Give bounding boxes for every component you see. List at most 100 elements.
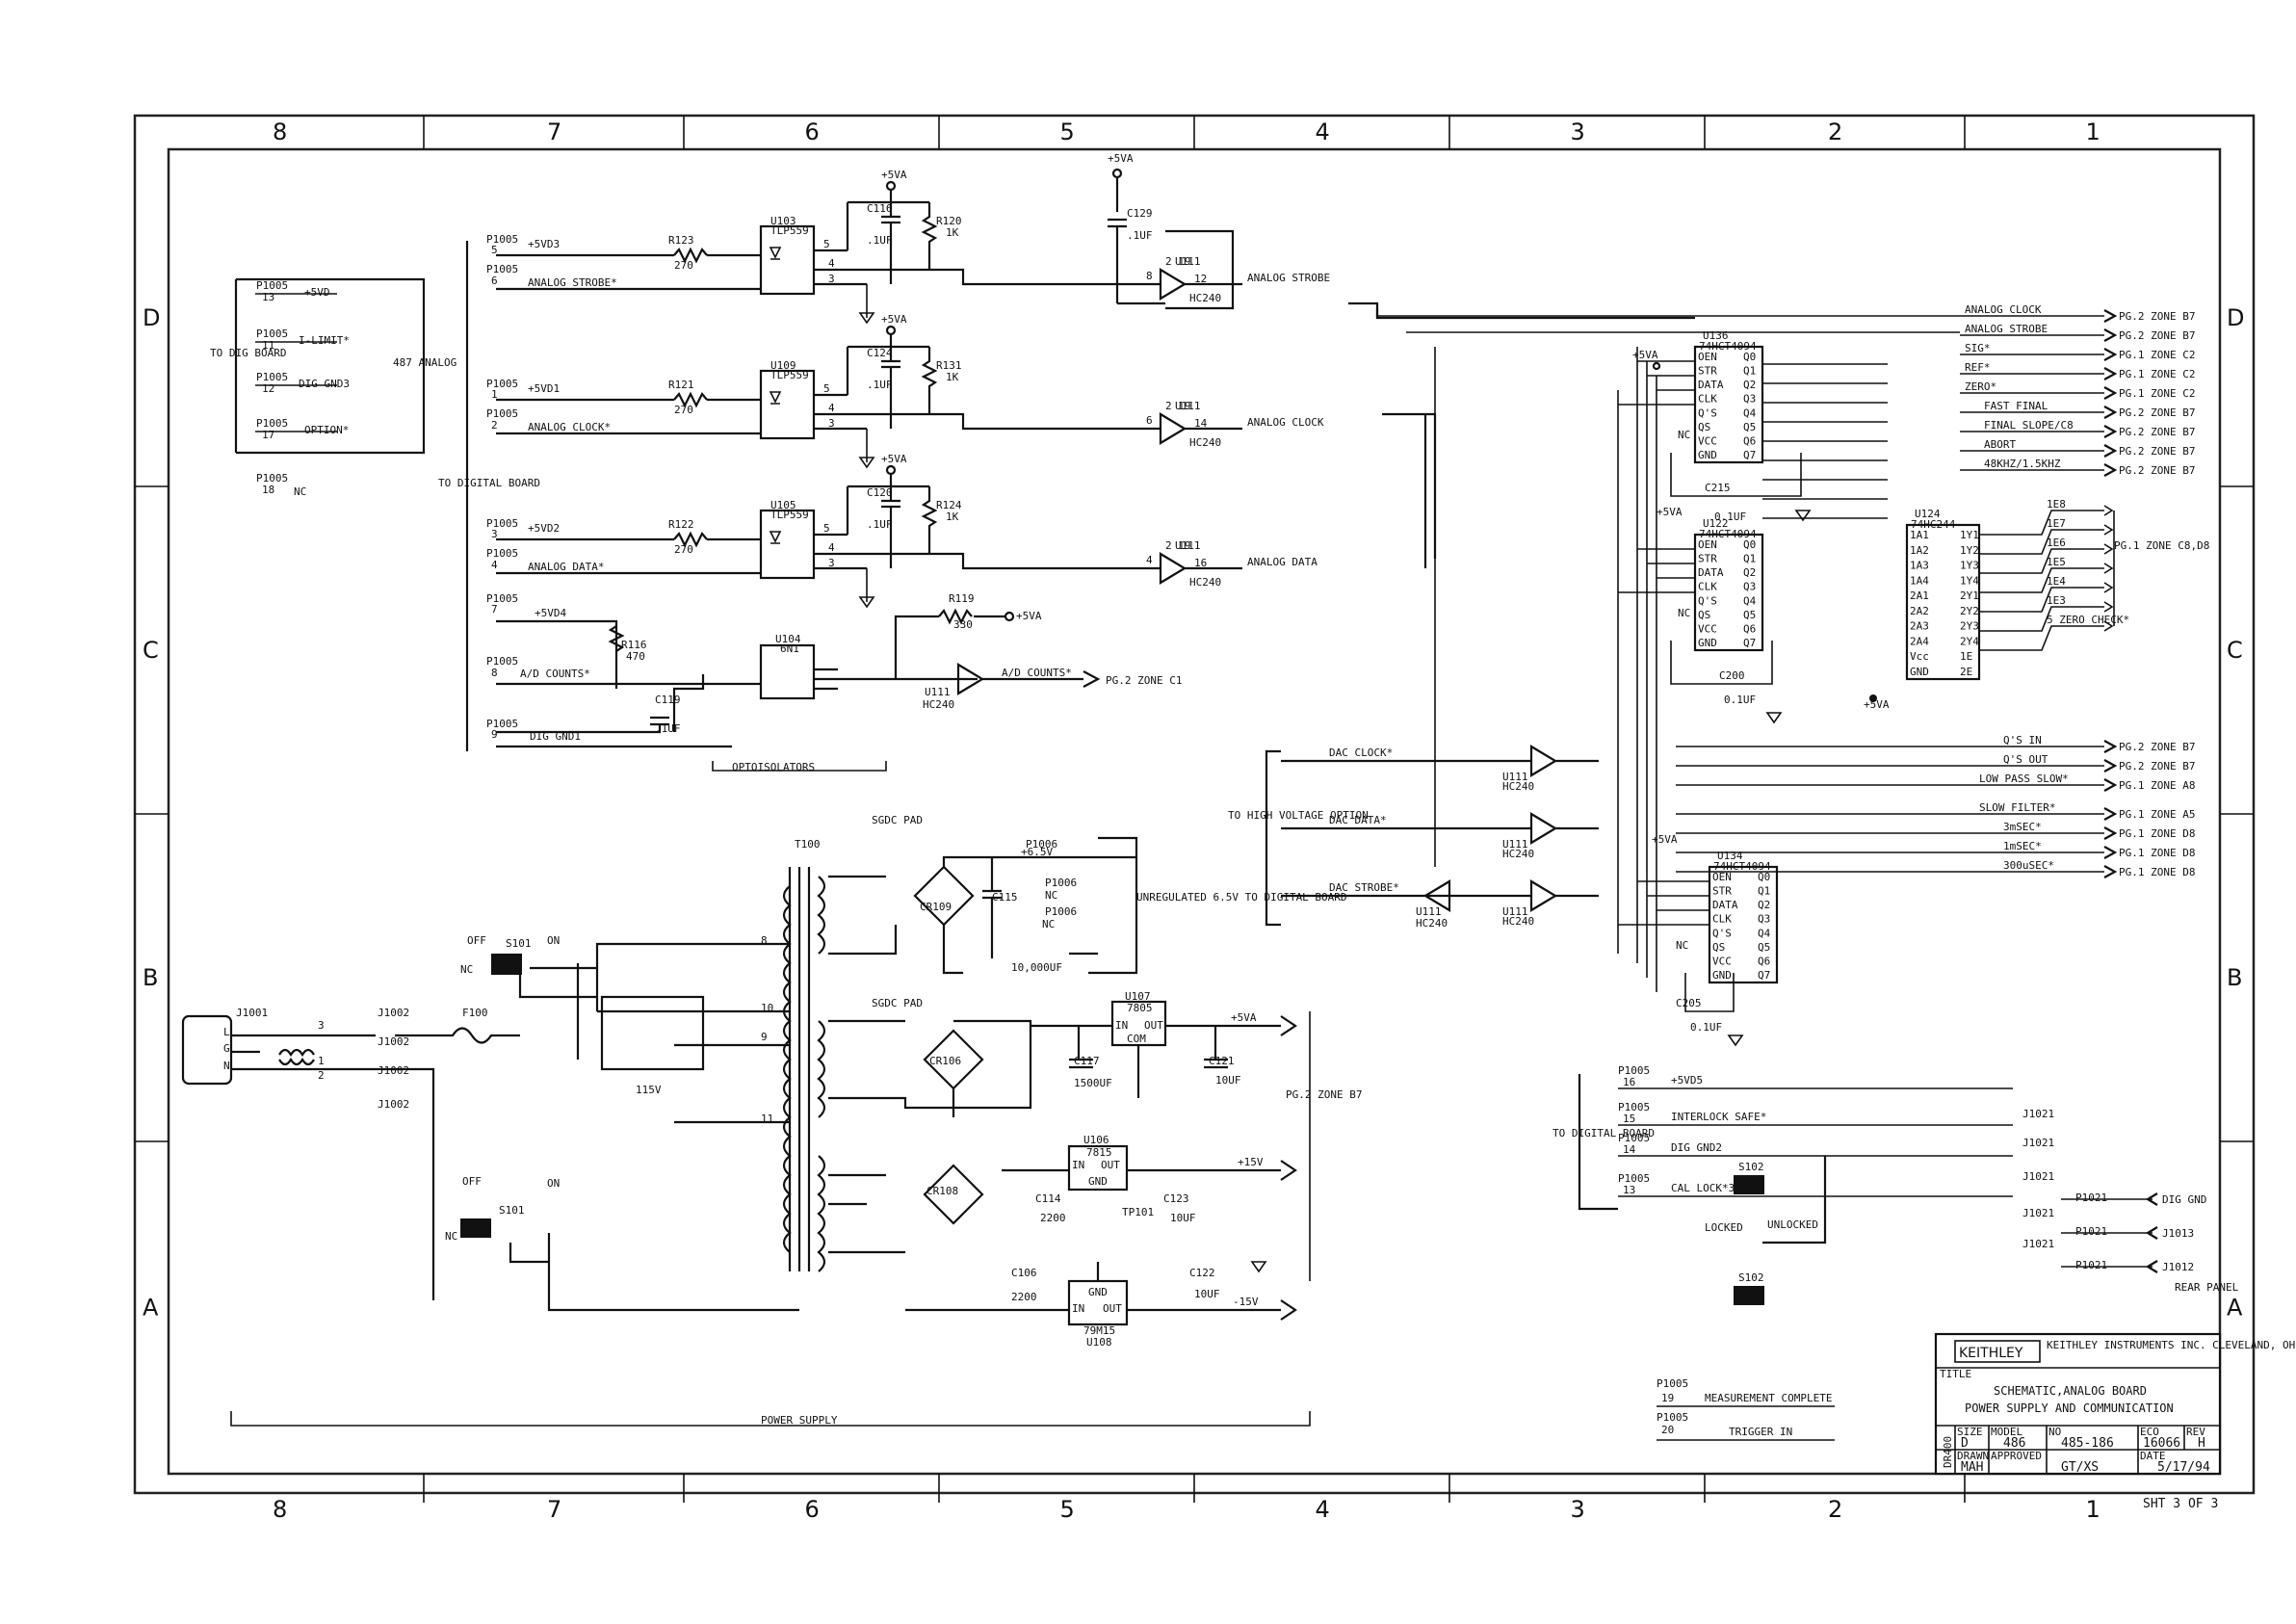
signal-label: 1mSEC*	[2003, 840, 2042, 852]
bus-line	[1434, 347, 1657, 992]
label: OFF	[467, 934, 486, 947]
label: R123	[668, 234, 694, 247]
label: .1UF	[655, 722, 681, 735]
label: 2 19	[1165, 255, 1191, 268]
to-dig-board-label: TO DIG BOARD	[210, 347, 286, 359]
label: P1005	[486, 378, 518, 390]
label: IN	[1115, 1019, 1128, 1032]
connector-arrow	[2103, 367, 2118, 380]
signal-label: 1E4	[2047, 575, 2066, 588]
label: 2Y1	[1960, 589, 1979, 602]
zone-label-bottom: 1	[2086, 1496, 2100, 1523]
label: 74HCT4094	[1699, 528, 1757, 540]
switch-s101	[491, 954, 522, 975]
label: CLK	[1712, 913, 1732, 926]
label: S102	[1738, 1161, 1764, 1173]
label: -15V	[1233, 1296, 1259, 1308]
label: HC240	[1189, 576, 1221, 589]
label: U107	[1125, 990, 1151, 1003]
ic-u124	[1905, 523, 1981, 681]
line-filter	[278, 1048, 315, 1066]
svg-text:REV: REV	[2186, 1426, 2205, 1438]
label: 2200	[1040, 1212, 1066, 1224]
dest-label: PG.1 ZONE C2	[2119, 387, 2195, 400]
label: S101	[499, 1204, 525, 1217]
wire	[1979, 587, 2104, 613]
optocoupler	[759, 509, 816, 580]
label: U105	[770, 499, 796, 511]
label: P1005	[1618, 1132, 1650, 1144]
label: U111	[1502, 771, 1528, 783]
bracket	[712, 761, 887, 772]
label: Q'S	[1698, 406, 1717, 419]
label: 2A1	[1910, 589, 1929, 602]
label: P1021	[2075, 1192, 2107, 1204]
label: P1005	[486, 592, 518, 605]
voltage-selector-s100	[600, 995, 705, 1071]
label: 1E	[1960, 650, 1972, 663]
label: NC	[460, 963, 473, 976]
connector-arrow	[2145, 1192, 2158, 1206]
label: +5VA	[881, 169, 907, 181]
signal-label: DAC DATA*	[1329, 814, 1387, 826]
label: C114	[1035, 1192, 1061, 1205]
label: S101	[506, 937, 532, 950]
label: 6	[491, 275, 498, 287]
optocoupler-u104	[759, 643, 816, 700]
resistor	[921, 347, 938, 414]
zone-label-top: 4	[1316, 118, 1330, 145]
label: NC	[1042, 918, 1055, 930]
zone-label-top: 3	[1571, 118, 1585, 145]
label: J1021	[2022, 1137, 2054, 1149]
label: 270	[674, 259, 693, 272]
buffer-triangle	[1159, 552, 1187, 585]
connector-arrow	[2103, 807, 2118, 821]
connector-arrow	[1280, 1015, 1297, 1036]
svg-text:APPROVED: APPROVED	[1991, 1450, 2042, 1462]
label: 8	[761, 934, 768, 947]
dest-label: DIG GND	[2162, 1193, 2206, 1206]
svg-text:OPTION*: OPTION*	[304, 424, 349, 436]
label: 1K	[946, 371, 959, 383]
wire	[828, 1019, 1032, 1117]
label: 7815	[1086, 1146, 1112, 1159]
transformer-core	[788, 867, 811, 1271]
label: CLK	[1698, 581, 1717, 593]
label: 2200	[1011, 1291, 1037, 1303]
high-voltage-option-block: TO HIGH VOLTAGE OPTION DAC CLOCK*U111HC2…	[1228, 745, 1599, 930]
label: P1005	[1618, 1172, 1650, 1185]
label: 9	[491, 728, 498, 741]
connector-arrow	[2145, 1226, 2158, 1240]
dest-label: PG.2 ZONE B7	[2119, 310, 2195, 323]
label: R119	[949, 592, 975, 605]
svg-text:P1005: P1005	[256, 371, 288, 383]
connector-arrow	[2103, 309, 2118, 323]
connector-arrow	[2103, 740, 2118, 753]
label: CR108	[926, 1185, 958, 1197]
signal-label: CAL LOCK*3	[1671, 1182, 1735, 1194]
label: P1005	[486, 407, 518, 420]
signal-label: SLOW FILTER*	[1979, 801, 2055, 814]
signal-label: 1E7	[2047, 517, 2066, 530]
signal-label: Q'S IN	[2003, 734, 2042, 747]
label: Vcc	[1910, 650, 1929, 663]
label: Q3	[1743, 581, 1756, 593]
supply-node	[885, 464, 897, 476]
ic-u134	[1708, 865, 1779, 984]
label: G	[223, 1042, 230, 1055]
connector-arrow	[2103, 543, 2114, 555]
dest-label: PG.2 ZONE B7	[2119, 760, 2195, 773]
wire	[828, 855, 1136, 975]
led-diode	[769, 531, 782, 544]
wire	[846, 485, 929, 535]
label: GND	[1088, 1286, 1108, 1298]
label: +5VA	[1652, 833, 1678, 846]
signal-label: 5 ZERO CHECK*	[2047, 614, 2129, 626]
label: Q3	[1743, 393, 1756, 406]
label: NC	[445, 1230, 457, 1243]
label: +5VD4	[535, 607, 566, 619]
wire	[231, 1034, 376, 1071]
supply-node	[885, 325, 897, 336]
dest-label: J1013	[2162, 1227, 2194, 1240]
